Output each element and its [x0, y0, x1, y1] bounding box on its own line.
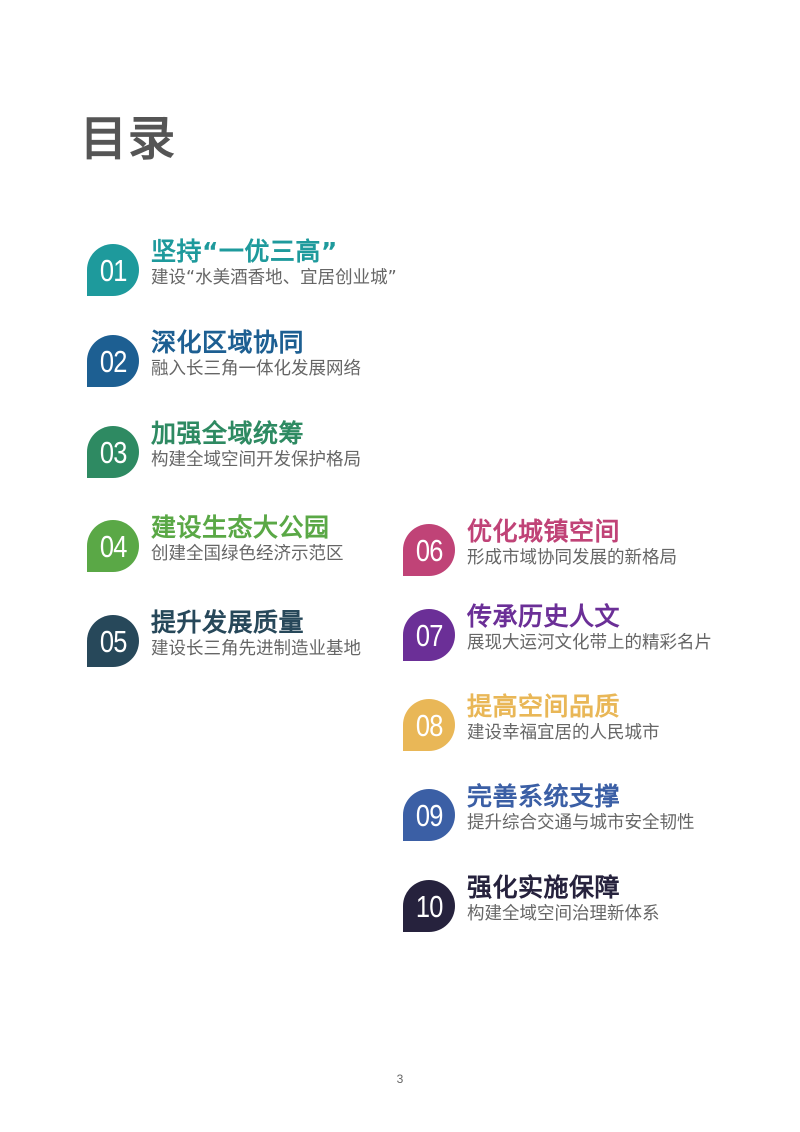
toc-item-07[interactable]: 07 传承历史人文 展现大运河文化带上的精彩名片 — [403, 600, 712, 661]
toc-heading: 提升发展质量 — [151, 608, 305, 637]
toc-subtitle: 建设长三角先进制造业基地 — [151, 639, 361, 659]
badge-number: 04 — [99, 529, 127, 564]
toc-item-10[interactable]: 10 强化实施保障 构建全域空间治理新体系 — [403, 871, 660, 932]
badge-number: 01 — [99, 253, 127, 288]
toc-item-06[interactable]: 06 优化城镇空间 形成市域协同发展的新格局 — [403, 515, 677, 576]
toc-heading: 优化城镇空间 — [467, 517, 621, 546]
number-badge: 03 — [87, 426, 139, 478]
toc-text: 坚持“一优三高” 建设“水美酒香地、宜居创业城” — [151, 235, 397, 289]
toc-text: 加强全域统筹 构建全域空间开发保护格局 — [151, 417, 361, 471]
toc-text: 优化城镇空间 形成市域协同发展的新格局 — [467, 515, 677, 569]
badge-number: 10 — [415, 889, 443, 924]
toc-heading: 完善系统支撑 — [467, 782, 621, 811]
number-badge: 01 — [87, 244, 139, 296]
number-badge: 10 — [403, 880, 455, 932]
toc-item-09[interactable]: 09 完善系统支撑 提升综合交通与城市安全韧性 — [403, 780, 695, 841]
badge-number: 09 — [415, 798, 443, 833]
toc-item-05[interactable]: 05 提升发展质量 建设长三角先进制造业基地 — [87, 606, 361, 667]
badge-number: 05 — [99, 624, 127, 659]
number-badge: 07 — [403, 609, 455, 661]
badge-number: 07 — [415, 618, 443, 653]
toc-text: 深化区域协同 融入长三角一体化发展网络 — [151, 326, 361, 380]
toc-text: 完善系统支撑 提升综合交通与城市安全韧性 — [467, 780, 695, 834]
toc-subtitle: 融入长三角一体化发展网络 — [151, 359, 361, 379]
number-badge: 09 — [403, 789, 455, 841]
toc-subtitle: 构建全域空间治理新体系 — [467, 904, 660, 924]
toc-heading: 传承历史人文 — [467, 602, 621, 631]
toc-heading: 加强全域统筹 — [151, 419, 305, 448]
page-title: 目录 — [80, 112, 176, 167]
toc-heading: 坚持“一优三高” — [151, 237, 338, 266]
toc-subtitle: 建设“水美酒香地、宜居创业城” — [151, 268, 397, 288]
toc-subtitle: 构建全域空间开发保护格局 — [151, 450, 361, 470]
toc-item-04[interactable]: 04 建设生态大公园 创建全国绿色经济示范区 — [87, 511, 344, 572]
toc-subtitle: 创建全国绿色经济示范区 — [151, 544, 344, 564]
badge-number: 03 — [99, 435, 127, 470]
page-number: 3 — [396, 1072, 404, 1086]
toc-subtitle: 建设幸福宜居的人民城市 — [467, 723, 660, 743]
number-badge: 06 — [403, 524, 455, 576]
toc-item-02[interactable]: 02 深化区域协同 融入长三角一体化发展网络 — [87, 326, 361, 387]
toc-item-01[interactable]: 01 坚持“一优三高” 建设“水美酒香地、宜居创业城” — [87, 235, 397, 296]
number-badge: 04 — [87, 520, 139, 572]
toc-text: 传承历史人文 展现大运河文化带上的精彩名片 — [467, 600, 712, 654]
badge-number: 08 — [415, 708, 443, 743]
toc-text: 提高空间品质 建设幸福宜居的人民城市 — [467, 690, 660, 744]
toc-text: 建设生态大公园 创建全国绿色经济示范区 — [151, 511, 344, 565]
toc-heading: 提高空间品质 — [467, 692, 621, 721]
number-badge: 02 — [87, 335, 139, 387]
toc-item-03[interactable]: 03 加强全域统筹 构建全域空间开发保护格局 — [87, 417, 361, 478]
toc-subtitle: 提升综合交通与城市安全韧性 — [467, 813, 695, 833]
toc-item-08[interactable]: 08 提高空间品质 建设幸福宜居的人民城市 — [403, 690, 660, 751]
toc-subtitle: 形成市域协同发展的新格局 — [467, 548, 677, 568]
number-badge: 05 — [87, 615, 139, 667]
toc-text: 强化实施保障 构建全域空间治理新体系 — [467, 871, 660, 925]
toc-heading: 建设生态大公园 — [151, 513, 330, 542]
toc-subtitle: 展现大运河文化带上的精彩名片 — [467, 633, 712, 653]
number-badge: 08 — [403, 699, 455, 751]
toc-heading: 强化实施保障 — [467, 873, 621, 902]
toc-heading: 深化区域协同 — [151, 328, 305, 357]
badge-number: 02 — [99, 344, 127, 379]
badge-number: 06 — [415, 533, 443, 568]
toc-text: 提升发展质量 建设长三角先进制造业基地 — [151, 606, 361, 660]
